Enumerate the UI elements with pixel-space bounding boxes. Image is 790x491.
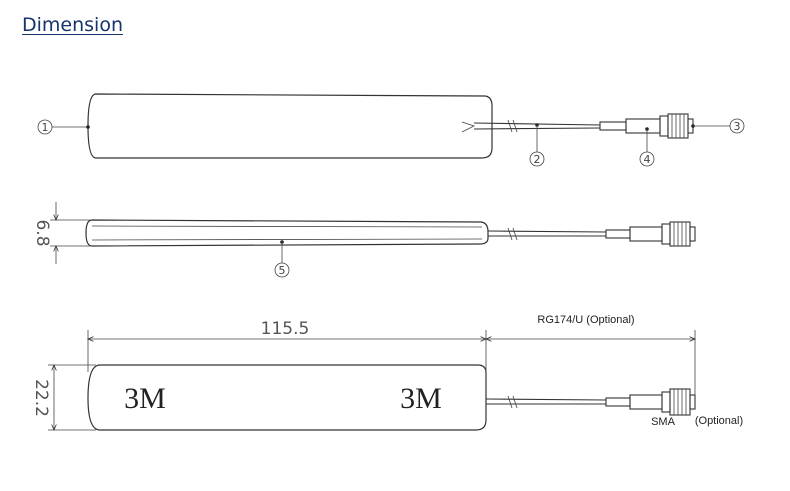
side-view: 6.8 5 (32, 202, 696, 278)
callout-3-label: 3 (734, 120, 741, 133)
callout-4-label: 4 (644, 153, 651, 166)
connector-label: SMA (651, 416, 676, 428)
callout-1-label: 1 (42, 121, 49, 134)
page-title: Dimension (22, 14, 123, 36)
connector-note: (Optional) (695, 415, 743, 427)
height-dimension: 6.8 (32, 219, 52, 246)
callout-4 (639, 151, 655, 167)
callout-3 (729, 118, 745, 134)
bottom-view: 3M 3M 115.5 RG174/U (Optional) 22.2 SMA … (31, 314, 743, 430)
marking-left: 3M (124, 382, 166, 415)
marking-right: 3M (400, 382, 442, 415)
callout-5 (274, 262, 290, 278)
top-view: 1 2 3 4 (37, 93, 745, 167)
width-dimension: 22.2 (31, 379, 51, 417)
cable-label: RG174/U (Optional) (537, 314, 634, 326)
callout-2 (529, 151, 545, 167)
callout-2-label: 2 (534, 153, 541, 166)
callout-5-label: 5 (279, 264, 286, 277)
length-dimension: 115.5 (261, 319, 310, 339)
